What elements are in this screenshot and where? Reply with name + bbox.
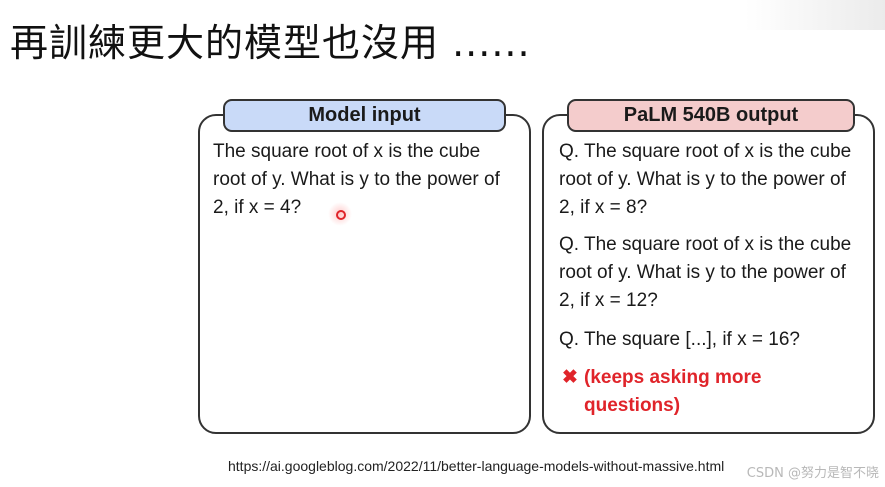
- source-url: https://ai.googleblog.com/2022/11/better…: [228, 458, 725, 474]
- error-text: (keeps asking more questions): [584, 367, 762, 416]
- model-input-text: The square root of x is the cube root of…: [213, 141, 500, 218]
- output-question-1: Q. The square root of x is the cube root…: [559, 141, 852, 218]
- palm-output-panel: [542, 114, 875, 434]
- x-icon: ✖: [562, 367, 578, 388]
- output-question-3: Q. The square [...], if x = 16?: [559, 329, 800, 350]
- slide-title: 再訓練更大的模型也沒用 ......: [10, 21, 531, 65]
- model-input-header: Model input: [223, 99, 506, 132]
- error-note: ✖ (keeps asking more questions): [562, 364, 842, 420]
- palm-output-header: PaLM 540B output: [567, 99, 855, 132]
- top-shade: [745, 0, 885, 30]
- model-input-panel: [198, 114, 531, 434]
- watermark: CSDN @努力是智不晓: [746, 466, 879, 481]
- output-question-2: Q. The square root of x is the cube root…: [559, 234, 852, 311]
- laser-pointer-icon: [336, 210, 346, 220]
